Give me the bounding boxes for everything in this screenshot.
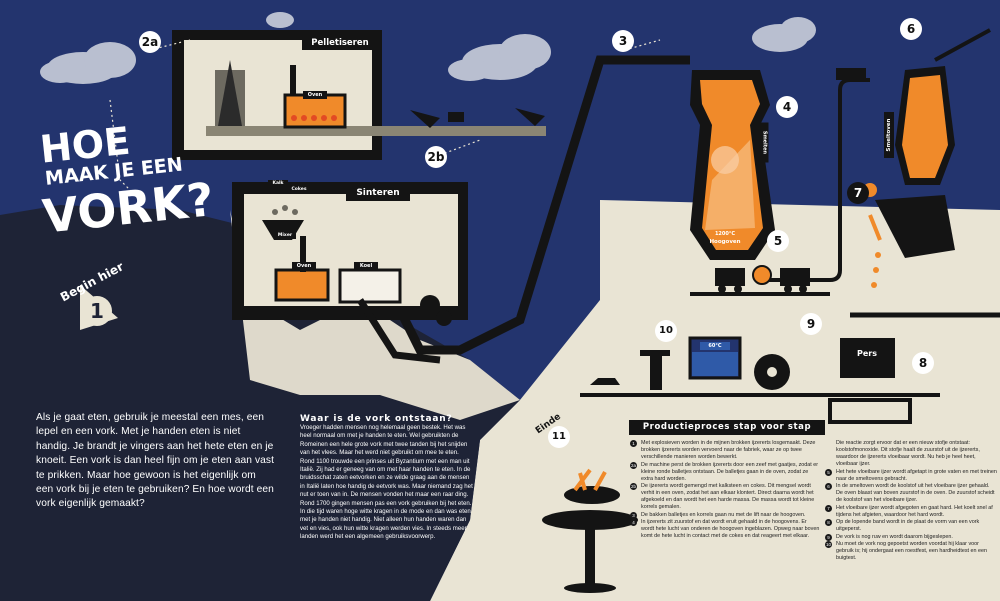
- step-marker-8: 8: [912, 352, 934, 374]
- step-marker-11: 11: [548, 426, 570, 448]
- process-step-number: 10: [825, 541, 832, 548]
- process-step-text: In de smeltoven wordt de koolstof uit he…: [836, 483, 995, 503]
- sinteren-building: [232, 182, 468, 326]
- process-step: 9 De vork is nog ruw en wordt daarom bijg…: [825, 533, 997, 541]
- process-column-left: 1 Met explosieven worden in de mijnen bro…: [630, 440, 820, 541]
- process-step-text: Die reactie zorgt ervoor dat er een nieu…: [836, 440, 980, 467]
- process-step: 7 Het vloeibare ijzer wordt afgegoten en …: [825, 504, 997, 519]
- process-step: 3 De bakken balletjes en korrels gaan nu …: [630, 511, 820, 519]
- label-oven-b: Oven: [292, 262, 316, 270]
- pelletiseren-building: [172, 30, 546, 160]
- end-table: [542, 468, 638, 593]
- process-step-text: De ijzererts wordt gemengd met kalksteen…: [641, 483, 815, 510]
- label-hoogoven-temp: 1200°C: [714, 231, 736, 237]
- intro-text: Als je gaat eten, gebruik je meestal een…: [36, 412, 275, 510]
- process-step: 1 Met explosieven worden in de mijnen bro…: [630, 440, 820, 461]
- process-step: 2a De machine perst de brokken ijzererts …: [630, 461, 820, 483]
- process-step-text: In ijzererts zit zuurstof en dat wordt e…: [641, 519, 820, 539]
- production-line: [580, 312, 1000, 424]
- trains: [715, 68, 866, 293]
- label-sinteren: Sinteren: [346, 186, 410, 201]
- label-mixer: Mixer: [274, 232, 296, 239]
- label-koel: Koel: [354, 262, 378, 270]
- label-smeltoven: Smeltoven: [884, 112, 894, 158]
- label-kalk: Kalk: [268, 180, 288, 188]
- step-marker-5: 5: [767, 230, 789, 252]
- process-step-text: Het vloeibare ijzer wordt afgegoten en g…: [836, 504, 993, 518]
- process-step: 4 In ijzererts zit zuurstof en dat wordt …: [630, 519, 820, 540]
- step-marker-4: 4: [776, 96, 798, 118]
- process-step: 10 Nu moet de vork nog gepoetst worden vo…: [825, 541, 997, 562]
- train-track: [760, 78, 870, 282]
- step-marker-7: 7: [847, 182, 869, 204]
- step-marker-2b: 2b: [425, 146, 447, 168]
- process-column-right: Die reactie zorgt ervoor dat er een nieu…: [825, 440, 997, 563]
- process-step-text: De bakken balletjes en korrels gaan nu m…: [641, 511, 806, 518]
- process-step: 6 In de smeltoven wordt de koolstof uit h…: [825, 483, 997, 504]
- process-step-number: 8: [825, 519, 832, 526]
- process-step-text: Met explosieven worden in de mijnen brok…: [641, 440, 816, 460]
- process-step-text: Het hete vloeibare ijzer wordt afgetapt …: [836, 468, 997, 482]
- process-step-text: Op de lopende band wordt in de plaat de …: [836, 519, 980, 532]
- step-marker-3: 3: [612, 30, 634, 52]
- label-tank-temp: 60°C: [700, 342, 730, 350]
- hoogoven: [690, 70, 775, 260]
- process-step-number: 4: [630, 519, 637, 526]
- origin-title: Waar is de vork ontstaan?: [300, 414, 453, 424]
- label-hoogoven: Hoogoven: [709, 239, 741, 245]
- process-step-number: 1: [630, 440, 637, 447]
- process-step-number: 5: [825, 468, 832, 476]
- label-oven-a: Oven: [303, 91, 327, 99]
- step-marker-9: 9: [800, 313, 822, 335]
- origin-body: Vroeger hadden mensen nog helemaal geen …: [300, 424, 473, 541]
- process-step: 2b De ijzererts wordt gemengd met kalkste…: [630, 483, 820, 511]
- clouds: [40, 12, 816, 84]
- step-marker-6: 6: [900, 18, 922, 40]
- process-step-text: Nu moet de vork nog gepoetst worden voor…: [836, 541, 988, 561]
- process-step-text: De machine perst de brokken ijzererts do…: [641, 461, 819, 482]
- start-number: 1: [82, 296, 112, 326]
- process-title: Productieproces stap voor stap: [629, 420, 825, 435]
- label-smelten: Smelten: [759, 122, 769, 163]
- step-marker-10: 10: [655, 320, 677, 342]
- smeltoven: [863, 28, 991, 197]
- pouring-vessel: [868, 195, 955, 288]
- process-step: 5 Het hete vloeibare ijzer wordt afgetapt…: [825, 468, 997, 483]
- process-step-number: 2b: [630, 483, 637, 490]
- step-marker-2a: 2a: [139, 31, 161, 53]
- label-pelletiseren: Pelletiseren: [302, 36, 378, 50]
- process-step-number: 2a: [630, 461, 637, 469]
- process-step: 8 Op de lopende band wordt in de plaat de…: [825, 519, 997, 533]
- process-step-number: 3: [630, 511, 637, 519]
- label-cokes: Cokes: [288, 186, 310, 194]
- process-step: Die reactie zorgt ervoor dat er een nieu…: [825, 440, 997, 468]
- process-step-text: De vork is nog ruw en wordt daarom bijge…: [836, 533, 953, 540]
- process-step-number: 9: [825, 533, 832, 541]
- label-pers: Pers: [850, 348, 884, 360]
- dark-hill: [0, 205, 520, 601]
- process-step-number: 7: [825, 504, 832, 512]
- conveyor-belt: [395, 55, 690, 355]
- process-step-number: 6: [825, 483, 832, 490]
